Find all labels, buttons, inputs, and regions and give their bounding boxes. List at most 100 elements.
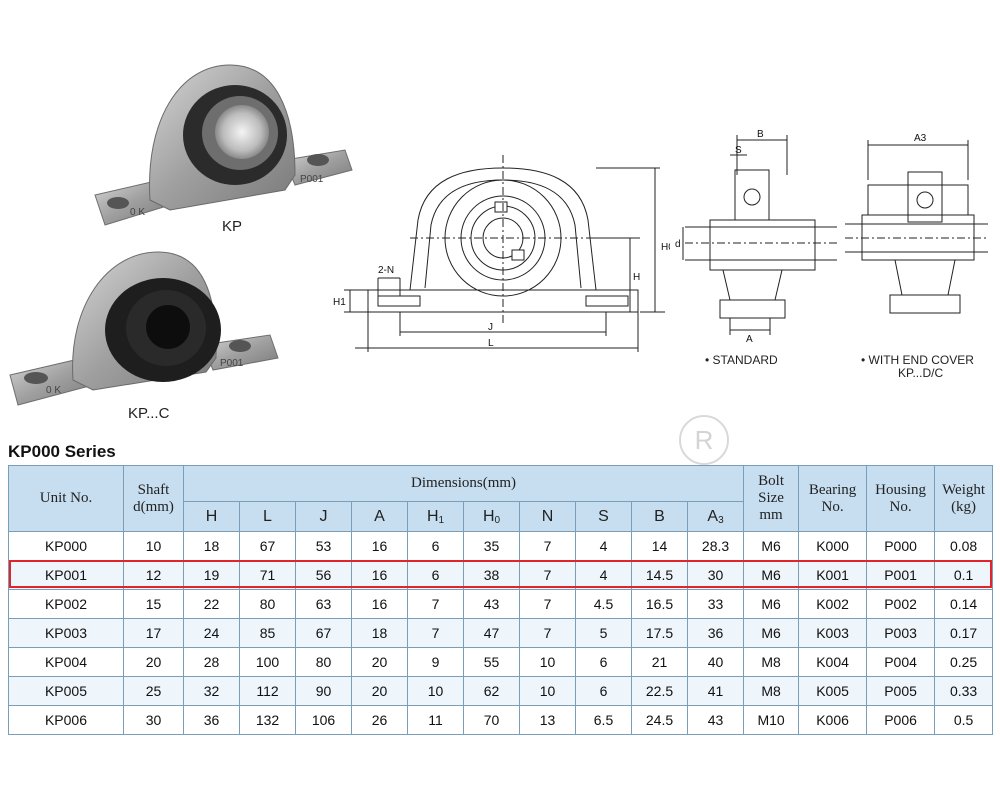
table-cell: 24 <box>183 618 240 648</box>
table-cell: 5 <box>575 618 632 648</box>
label-b: B <box>757 129 764 140</box>
table-cell: 25 <box>123 676 184 706</box>
table-cell: 17 <box>123 618 184 648</box>
front-view-drawing: 2-N H1 H0 H J L <box>333 155 670 352</box>
header-dim-col: H1 <box>407 501 464 532</box>
table-cell: 20 <box>123 647 184 677</box>
table-cell: K006 <box>798 705 868 735</box>
label-h: H <box>633 272 640 283</box>
table-cell: 71 <box>239 560 296 590</box>
table-cell: P001 <box>866 560 936 590</box>
table-cell: 90 <box>295 676 352 706</box>
table-cell: 30 <box>123 705 184 735</box>
table-cell: 4.5 <box>575 589 632 619</box>
table-cell: M6 <box>743 560 800 590</box>
table-cell: K003 <box>798 618 868 648</box>
table-cell: 16 <box>351 531 408 561</box>
bottom-foot-mark: P001 <box>220 358 244 369</box>
table-cell: 32 <box>183 676 240 706</box>
table-cell: 0.14 <box>934 589 994 619</box>
table-cell: 36 <box>183 705 240 735</box>
header-dim-col: B <box>631 501 688 532</box>
end-cover-caption-1: • WITH END COVER <box>861 353 974 367</box>
table-cell: M8 <box>743 676 800 706</box>
header-dim-col: A3 <box>686 501 745 532</box>
table-cell: 6 <box>407 531 464 561</box>
table-cell: 20 <box>351 676 408 706</box>
header-dim-col: H0 <box>463 501 520 532</box>
table-cell: 56 <box>295 560 352 590</box>
table-cell: 22 <box>183 589 240 619</box>
table-cell: 11 <box>407 705 464 735</box>
table-cell: 55 <box>463 647 520 677</box>
table-cell: 7 <box>407 618 464 648</box>
table-cell: 0.33 <box>934 676 994 706</box>
table-cell: 80 <box>295 647 352 677</box>
table-cell: K000 <box>798 531 868 561</box>
standard-caption: • STANDARD <box>705 353 778 367</box>
header-dim-col: J <box>295 501 352 532</box>
table-cell: 10 <box>519 676 576 706</box>
table-cell: 6 <box>575 647 632 677</box>
table-cell: 16 <box>351 560 408 590</box>
table-cell: 18 <box>351 618 408 648</box>
table-cell: 7 <box>519 560 576 590</box>
table-cell: 62 <box>463 676 520 706</box>
table-cell: 22.5 <box>631 676 688 706</box>
bottom-brand-mark: 0 K <box>46 385 61 396</box>
table-cell: 21 <box>631 647 688 677</box>
table-cell: P003 <box>866 618 936 648</box>
header-dim-col: L <box>239 501 296 532</box>
table-cell: 0.17 <box>934 618 994 648</box>
label-l: L <box>488 338 494 349</box>
table-cell: 6 <box>407 560 464 590</box>
kpc-product-photo: P001 0 K <box>9 251 279 406</box>
table-cell: 30 <box>686 560 745 590</box>
table-cell: 0.1 <box>934 560 994 590</box>
table-cell: 16.5 <box>631 589 688 619</box>
table-cell: 6 <box>575 676 632 706</box>
table-cell: K001 <box>798 560 868 590</box>
standard-side-drawing: B S d A <box>675 129 837 345</box>
table-cell: 7 <box>519 589 576 619</box>
table-cell: 14.5 <box>631 560 688 590</box>
table-cell: 9 <box>407 647 464 677</box>
table-cell: 20 <box>351 647 408 677</box>
header-dim-col: A <box>351 501 408 532</box>
table-cell: 67 <box>295 618 352 648</box>
label-s: S <box>735 145 742 156</box>
kp-label: KP <box>222 218 243 235</box>
table-cell: KP002 <box>8 589 124 619</box>
label-2n: 2-N <box>378 265 394 276</box>
table-cell: M6 <box>743 589 800 619</box>
table-cell: 18 <box>183 531 240 561</box>
table-cell: 0.5 <box>934 705 994 735</box>
table-cell: 10 <box>519 647 576 677</box>
table-cell: 47 <box>463 618 520 648</box>
table-cell: 15 <box>123 589 184 619</box>
header-dim-col: N <box>519 501 576 532</box>
table-cell: K002 <box>798 589 868 619</box>
table-cell: 0.25 <box>934 647 994 677</box>
kpc-label: KP...C <box>128 405 170 422</box>
table-cell: 28 <box>183 647 240 677</box>
header-weight: Weight(kg) <box>934 465 994 532</box>
table-cell: 85 <box>239 618 296 648</box>
series-title: KP000 Series <box>8 442 116 461</box>
table-cell: 14 <box>631 531 688 561</box>
top-foot-mark: P001 <box>300 174 324 185</box>
table-cell: 53 <box>295 531 352 561</box>
table-cell: M8 <box>743 647 800 677</box>
table-cell: KP004 <box>8 647 124 677</box>
table-cell: 0.08 <box>934 531 994 561</box>
table-cell: 40 <box>686 647 745 677</box>
table-cell: 112 <box>239 676 296 706</box>
table-cell: 17.5 <box>631 618 688 648</box>
table-cell: 67 <box>239 531 296 561</box>
table-cell: 70 <box>463 705 520 735</box>
end-cover-drawing: A3 <box>845 133 988 314</box>
